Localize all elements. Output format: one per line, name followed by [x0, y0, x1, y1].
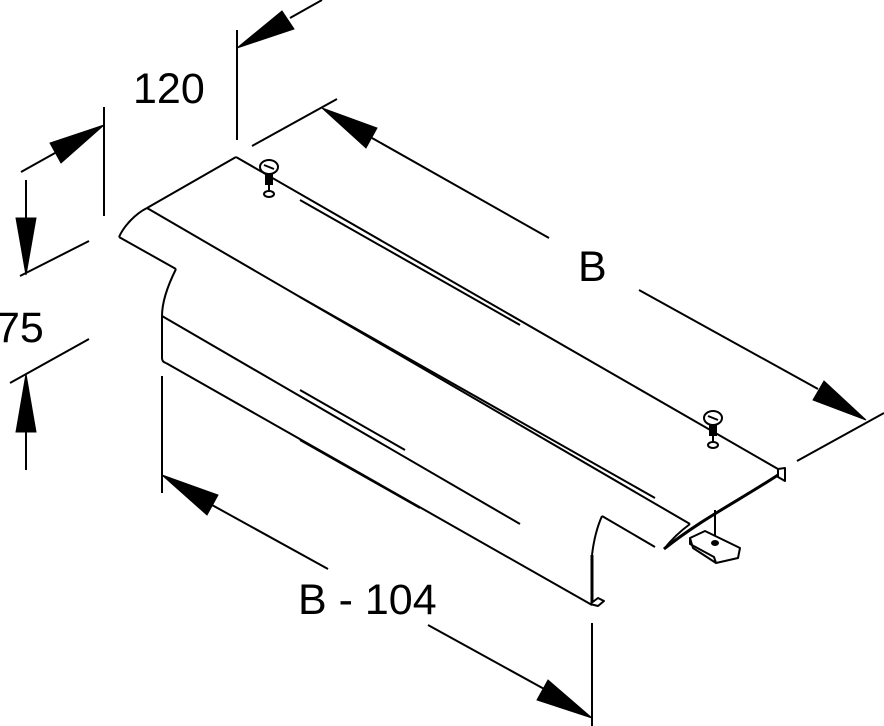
- dimension-line: [211, 504, 329, 570]
- dimension-b-minus-104: B - 104: [161, 376, 593, 726]
- arrow-head-icon: [236, 10, 295, 49]
- dimension-line: [289, 0, 323, 19]
- left-end-curve: [118, 207, 148, 238]
- screw-shank: [265, 173, 273, 185]
- right-skirt-curve: [591, 515, 603, 556]
- top-rear-edge: [235, 156, 779, 470]
- inner-line: [299, 296, 656, 499]
- screw-2: [703, 410, 723, 449]
- clamp-plate-top: [689, 530, 741, 564]
- extension-line: [9, 338, 90, 384]
- right-end-lip-curve: [663, 473, 779, 551]
- screw-slot: [263, 164, 275, 170]
- right-end-tab: [777, 467, 786, 482]
- inner-line: [299, 199, 521, 326]
- skirt-upper-edge: [161, 315, 521, 525]
- left-end-corner: [161, 357, 167, 364]
- dimension-line: [638, 289, 819, 390]
- right-skirt-top-edge: [601, 515, 656, 548]
- left-end-lower-edge: [118, 236, 177, 270]
- clamp-plate-side: [689, 538, 717, 564]
- arrow-head-icon: [15, 373, 37, 433]
- arrow-head-icon: [15, 217, 37, 276]
- dimension-label-b: B: [578, 243, 607, 291]
- extension-line: [251, 98, 338, 147]
- left-end-skirt-curve: [161, 268, 177, 317]
- screw-slot: [707, 415, 719, 421]
- clamp-plate: [689, 510, 741, 564]
- cover-body: [118, 156, 786, 607]
- right-end-lip-tip: [663, 523, 691, 550]
- dimension-line: [20, 152, 56, 173]
- arrow-head-icon: [536, 679, 593, 719]
- dimension-120: 120: [20, 0, 323, 216]
- clamp-bolt-hole-icon: [711, 540, 719, 546]
- dimension-label-b-104: B - 104: [298, 576, 437, 624]
- dimension-line: [371, 137, 550, 239]
- extension-line: [19, 240, 90, 277]
- dimension-75: 75: [0, 180, 90, 470]
- arrow-head-icon: [321, 107, 378, 149]
- dimension-label-120: 120: [133, 65, 205, 113]
- arrow-head-icon: [49, 124, 105, 164]
- washer-icon: [707, 441, 719, 449]
- top-left-edge: [146, 156, 237, 209]
- right-skirt-foot: [589, 597, 605, 607]
- inner-line: [299, 439, 421, 509]
- inner-line: [299, 389, 406, 451]
- arrow-head-icon: [161, 474, 219, 516]
- dimension-label-75: 75: [0, 304, 44, 352]
- extension-line: [796, 412, 884, 462]
- arrow-head-icon: [812, 380, 867, 421]
- screw-shank: [709, 424, 717, 436]
- top-front-crease-continued: [519, 424, 691, 525]
- screw-1: [259, 159, 279, 198]
- dimension-b: B: [251, 98, 884, 462]
- washer-icon: [263, 190, 275, 198]
- dimension-line: [427, 624, 547, 691]
